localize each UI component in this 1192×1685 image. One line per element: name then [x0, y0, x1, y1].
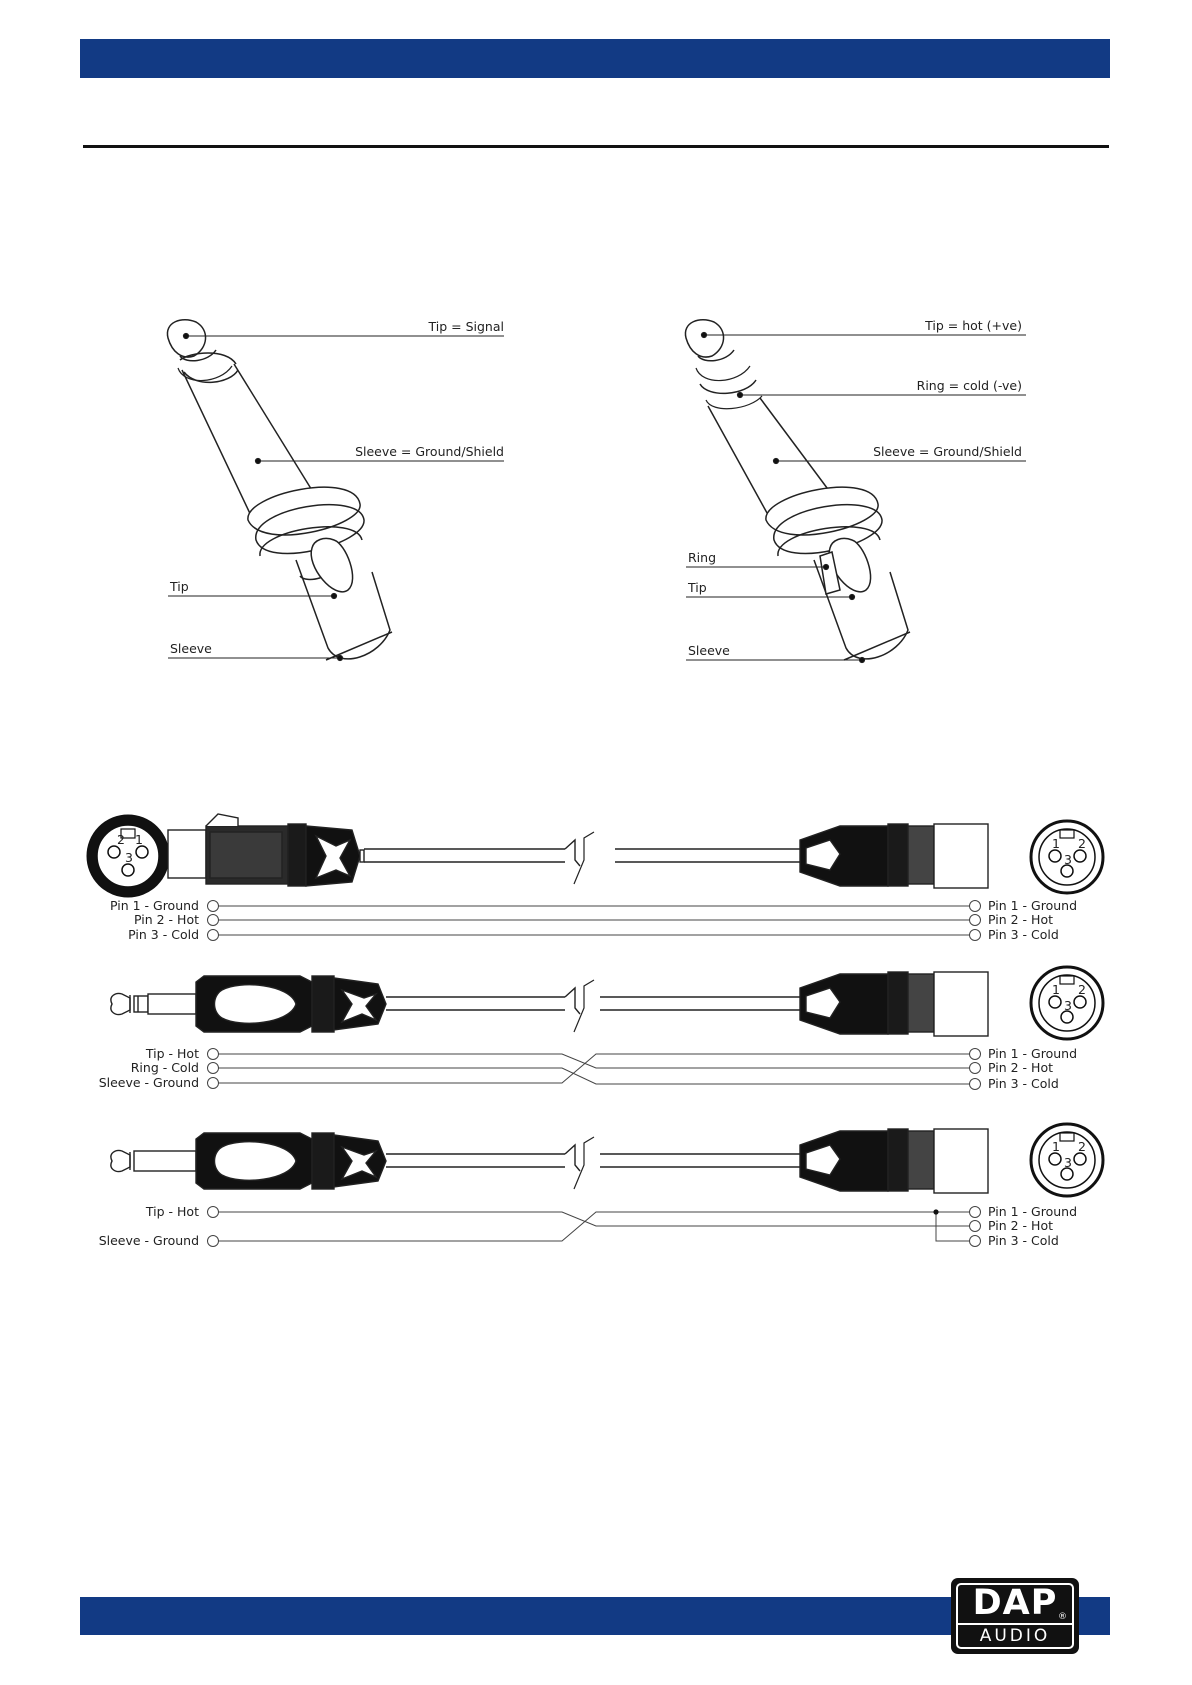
trs-to-xlr-wiring — [207, 1048, 981, 1090]
stereo-ring-cold-label: Ring = cold (-ve) — [917, 378, 1022, 393]
header-band — [80, 39, 1110, 78]
logo-brand-text: DAP — [972, 1583, 1058, 1623]
logo-registered-mark: ® — [1058, 1612, 1067, 1622]
xlr-m3-pin-3-number: 3 — [1064, 1155, 1072, 1170]
xlr-male-face-3 — [1029, 1122, 1105, 1198]
xlr-m1-pin-1-number: 1 — [1052, 836, 1060, 851]
footer-band — [80, 1597, 1110, 1635]
section-rule — [83, 145, 1109, 148]
c3-right-pin-1: Pin 1 - Ground — [988, 1204, 1077, 1219]
xlr-male-face-1 — [1029, 819, 1105, 895]
mono-tip-signal-label: Tip = Signal — [428, 319, 504, 334]
xlr-f-pin-1-number: 1 — [135, 832, 143, 847]
xlr-male-connector-1 — [799, 823, 989, 889]
logo-divider — [958, 1623, 1072, 1625]
xlr-male-connector-2 — [799, 971, 989, 1037]
stereo-sleeve-label: Sleeve — [688, 643, 730, 658]
c3-left-tip: Tip - Hot — [145, 1204, 199, 1219]
xlr-female-face — [86, 814, 170, 898]
trs-jack-connector — [110, 975, 387, 1033]
xlr-to-xlr-wiring — [207, 900, 981, 941]
c2-left-sleeve: Sleeve - Ground — [99, 1075, 199, 1090]
mono-jack-illustration — [166, 318, 393, 661]
xlr-f-pin-3-number: 3 — [125, 850, 133, 865]
logo-border — [956, 1583, 1074, 1649]
c2-right-pin-2: Pin 2 - Hot — [988, 1060, 1053, 1075]
xlr-male-connector-3 — [799, 1128, 989, 1194]
logo-sub-text: AUDIO — [979, 1626, 1051, 1646]
c1-right-pin-1: Pin 1 - Ground — [988, 898, 1077, 913]
c1-right-pin-2: Pin 2 - Hot — [988, 912, 1053, 927]
ts-to-xlr-wiring — [207, 1206, 981, 1247]
c1-left-pin-1: Pin 1 - Ground — [110, 898, 199, 913]
xlr-m1-pin-3-number: 3 — [1064, 852, 1072, 867]
xlr-male-face-2 — [1029, 965, 1105, 1041]
xlr-m1-pin-2-number: 2 — [1078, 836, 1086, 851]
stereo-tip-hot-label: Tip = hot (+ve) — [924, 318, 1022, 333]
xlr-m3-pin-2-number: 2 — [1078, 1139, 1086, 1154]
c1-right-pin-3: Pin 3 - Cold — [988, 927, 1059, 942]
ts-jack-connector — [110, 1132, 387, 1190]
mono-sleeve-ground-label: Sleeve = Ground/Shield — [355, 444, 504, 459]
trs-to-xlr-cable — [386, 979, 800, 1033]
c1-left-pin-3: Pin 3 - Cold — [128, 927, 199, 942]
stereo-jack-illustration — [684, 318, 911, 661]
mono-sleeve-label: Sleeve — [170, 641, 212, 656]
c1-left-pin-2: Pin 2 - Hot — [134, 912, 199, 927]
dap-audio-logo: DAP ® AUDIO — [951, 1578, 1079, 1654]
mono-tip-label: Tip — [169, 579, 189, 594]
c2-left-ring: Ring - Cold — [131, 1060, 199, 1075]
xlr-f-pin-2-number: 2 — [117, 832, 125, 847]
xlr-m2-pin-3-number: 3 — [1064, 998, 1072, 1013]
c2-right-pin-1: Pin 1 - Ground — [988, 1046, 1077, 1061]
xlr-female-connector — [167, 813, 365, 887]
stereo-sleeve-ground-label: Sleeve = Ground/Shield — [873, 444, 1022, 459]
c3-right-pin-3: Pin 3 - Cold — [988, 1233, 1059, 1248]
c2-right-pin-3: Pin 3 - Cold — [988, 1076, 1059, 1091]
mono-jack-leaders — [168, 332, 504, 662]
c2-left-tip: Tip - Hot — [145, 1046, 199, 1061]
c3-right-pin-2: Pin 2 - Hot — [988, 1218, 1053, 1233]
stereo-jack-leaders — [686, 331, 1026, 664]
xlr-m2-pin-1-number: 1 — [1052, 982, 1060, 997]
stereo-ring-label: Ring — [688, 550, 716, 565]
xlr-m3-pin-1-number: 1 — [1052, 1139, 1060, 1154]
ts-to-xlr-cable — [386, 1136, 800, 1190]
xlr-to-xlr-cable — [364, 831, 800, 885]
xlr-m2-pin-2-number: 2 — [1078, 982, 1086, 997]
stereo-tip-label: Tip — [687, 580, 707, 595]
c3-left-sleeve: Sleeve - Ground — [99, 1233, 199, 1248]
